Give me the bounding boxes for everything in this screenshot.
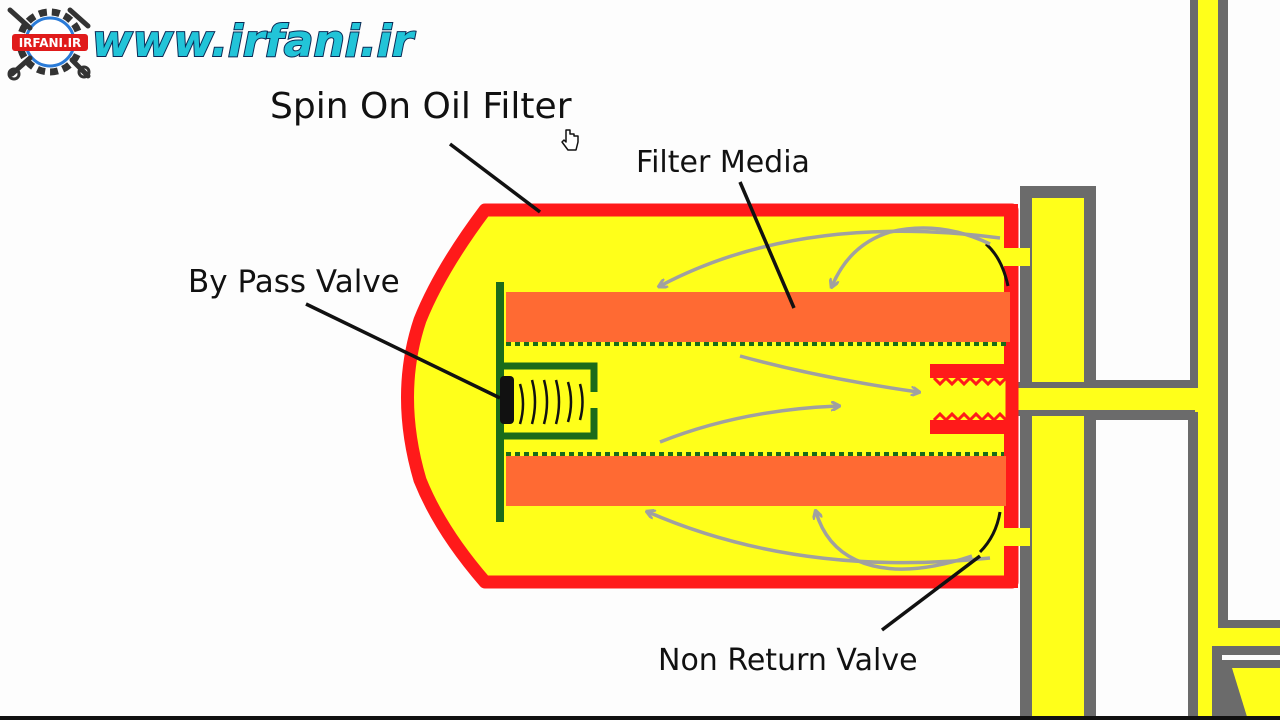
threaded-center xyxy=(930,364,1012,434)
thread-top-teeth xyxy=(932,375,1008,387)
filter-media-bottom xyxy=(506,456,1006,506)
site-url: www.irfani.ir xyxy=(92,16,416,67)
leader-spin-on-oil-filter xyxy=(448,142,542,214)
bypass-valve-plug xyxy=(500,376,514,424)
logo-bolt-icon xyxy=(77,65,91,79)
leader-filter-media xyxy=(738,181,796,309)
non-return-flap-bottom xyxy=(978,511,1002,554)
non-return-valve xyxy=(978,242,1010,554)
label-spin-on-oil-filter: Spin On Oil Filter xyxy=(270,86,572,127)
filter-media xyxy=(506,292,1010,506)
site-logo: IRFANI.IR xyxy=(7,7,91,81)
thread-bottom xyxy=(930,420,1012,434)
leader-by-pass-valve xyxy=(305,302,501,400)
flow-arrow xyxy=(739,354,918,392)
flow-arrow xyxy=(660,229,1001,286)
bypass-cage xyxy=(504,362,598,440)
label-by-pass-valve: By Pass Valve xyxy=(188,264,400,300)
inlet-gap-top xyxy=(1004,248,1030,266)
bypass-valve xyxy=(496,282,598,522)
engine-lower-chamber-oil xyxy=(1232,668,1280,720)
flow-arrow xyxy=(659,406,838,444)
thread-bottom-teeth xyxy=(932,411,1008,423)
engine-oil-passage xyxy=(1032,0,1280,720)
flow-arrow xyxy=(832,226,991,286)
inlet-gap-bottom xyxy=(1004,528,1030,546)
hand-cursor-icon xyxy=(561,129,579,151)
bypass-spring xyxy=(518,379,584,425)
non-return-flap-top xyxy=(984,242,1010,287)
wrench-icon xyxy=(7,7,91,79)
leader-non-return-valve xyxy=(880,554,982,632)
label-filter-media: Filter Media xyxy=(636,145,810,180)
thread-top xyxy=(930,364,1012,378)
flow-arrows xyxy=(648,226,1001,571)
filter-media-top xyxy=(506,292,1010,342)
label-non-return-valve: Non Return Valve xyxy=(658,643,918,678)
bottom-edge xyxy=(0,716,1280,720)
logo-badge-text: IRFANI.IR xyxy=(19,36,82,50)
filter-base-plate-bottom xyxy=(1004,430,1018,588)
logo-bolt-icon xyxy=(7,67,21,81)
leader-lines xyxy=(305,142,982,632)
logo-badge xyxy=(12,34,88,51)
flow-arrow xyxy=(648,512,991,565)
flow-arrow xyxy=(816,512,973,571)
